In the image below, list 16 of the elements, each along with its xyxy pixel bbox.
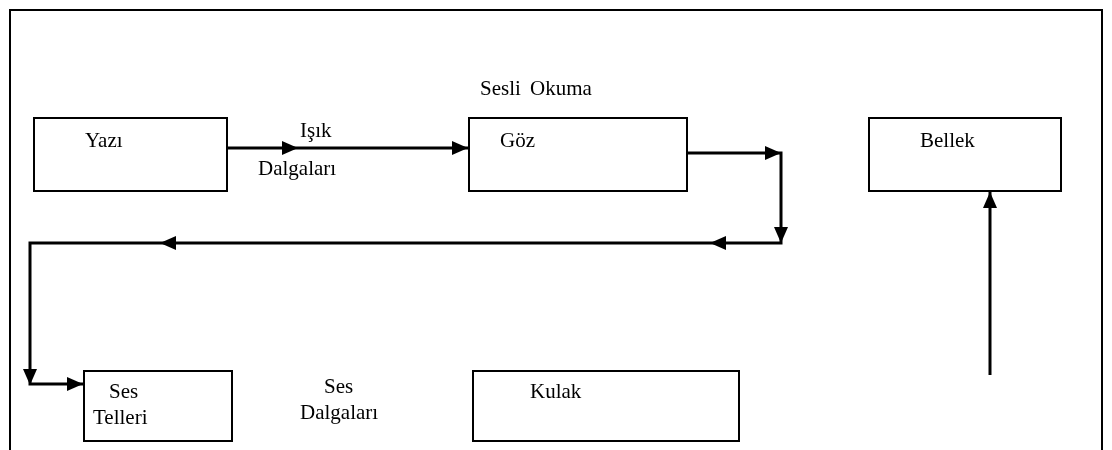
box-label: Ses Telleri <box>93 378 149 431</box>
process-box <box>868 117 1062 192</box>
box-label: Bellek <box>920 127 976 154</box>
edge-label: Işık Dalgaları <box>258 117 338 182</box>
process-box <box>472 370 740 442</box>
box-label: Göz <box>500 127 536 154</box>
diagram-title: Sesli Okuma <box>480 76 592 101</box>
box-label: Kulak <box>530 378 583 405</box>
process-box <box>33 117 228 192</box>
process-box <box>83 370 233 442</box>
text-label: Ses Dalgaları <box>300 373 380 426</box>
arrow <box>23 146 788 391</box>
box-label: Yazı <box>85 127 124 154</box>
process-box <box>468 117 688 192</box>
arrow <box>228 141 468 155</box>
arrow <box>983 192 997 375</box>
